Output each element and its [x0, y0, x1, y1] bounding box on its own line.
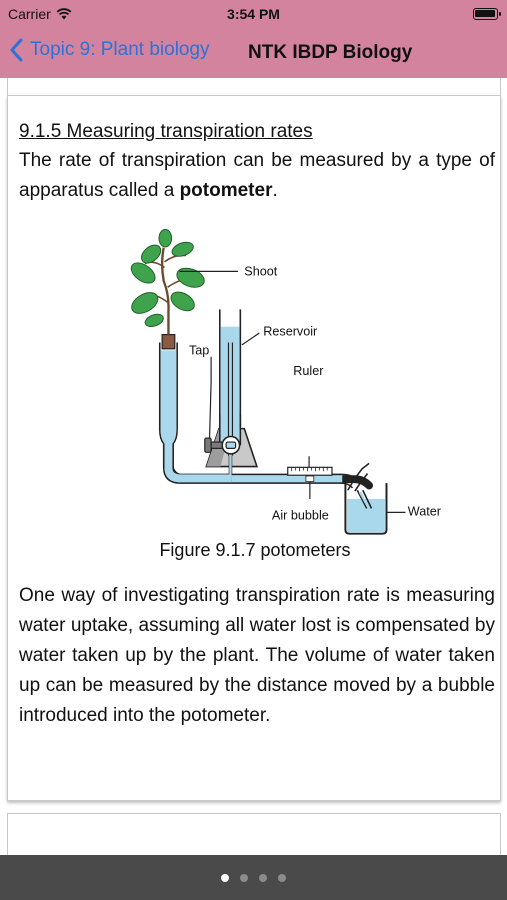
- potometer-tubing: [164, 351, 374, 490]
- page-dot-2[interactable]: [240, 873, 248, 882]
- wifi-icon: [56, 8, 72, 20]
- battery-level: [475, 10, 495, 17]
- figure-label-water: Water: [408, 505, 441, 519]
- clock: 3:54 PM: [227, 6, 280, 22]
- carrier-label: Carrier: [8, 6, 51, 22]
- intro-bold-term: potometer: [179, 180, 273, 201]
- intro-paragraph: The rate of transpiration can be measure…: [19, 146, 495, 206]
- back-button[interactable]: Topic 9: Plant biology: [10, 38, 210, 62]
- capillary-tube: [231, 473, 356, 489]
- page-indicator: [0, 855, 507, 900]
- carrier-info: Carrier: [8, 6, 72, 22]
- figure-leader-lines: [179, 270, 406, 513]
- figure-label-reservoir: Reservoir: [263, 324, 317, 338]
- figure-caption: Figure 9.1.7 potometers: [159, 540, 351, 560]
- back-button-label: Topic 9: Plant biology: [30, 39, 210, 60]
- navigation-bar: Topic 9: Plant biology NTK IBDP Biology: [0, 30, 507, 78]
- body-paragraph: One way of investigating transpiration r…: [19, 585, 495, 726]
- chevron-left-icon: [10, 38, 23, 62]
- battery-icon: [473, 8, 501, 20]
- status-bar: Carrier 3:54 PM: [0, 0, 507, 30]
- ruler-illustration: [287, 466, 333, 476]
- water-beaker: [344, 462, 388, 535]
- potometer-figure: Shoot Reservoir Tap Ruler Air bubble Wat…: [130, 229, 441, 535]
- page-dot-1[interactable]: [221, 873, 229, 882]
- figure-label-shoot: Shoot: [244, 264, 277, 278]
- figure-label-tap: Tap: [189, 343, 209, 357]
- plant-shoot-illustration: [130, 229, 205, 335]
- figure-label-ruler: Ruler: [293, 364, 323, 378]
- content-scroll-area[interactable]: 9.1.5 Measuring transpiration rates The …: [0, 78, 507, 855]
- tap-valve: [204, 435, 241, 455]
- page-title: NTK IBDP Biology: [248, 42, 413, 63]
- shoot-tube: [158, 334, 232, 484]
- intro-end: .: [272, 180, 278, 201]
- page-dot-3[interactable]: [259, 873, 267, 882]
- next-card-edge: [7, 813, 501, 855]
- article-card: 9.1.5 Measuring transpiration rates The …: [7, 95, 501, 801]
- page-dot-4[interactable]: [278, 873, 286, 882]
- figure-label-air-bubble: Air bubble: [272, 508, 329, 522]
- previous-card-edge: [7, 78, 501, 95]
- section-heading: 9.1.5 Measuring transpiration rates: [19, 121, 313, 142]
- intro-text: The rate of transpiration can be measure…: [19, 150, 495, 201]
